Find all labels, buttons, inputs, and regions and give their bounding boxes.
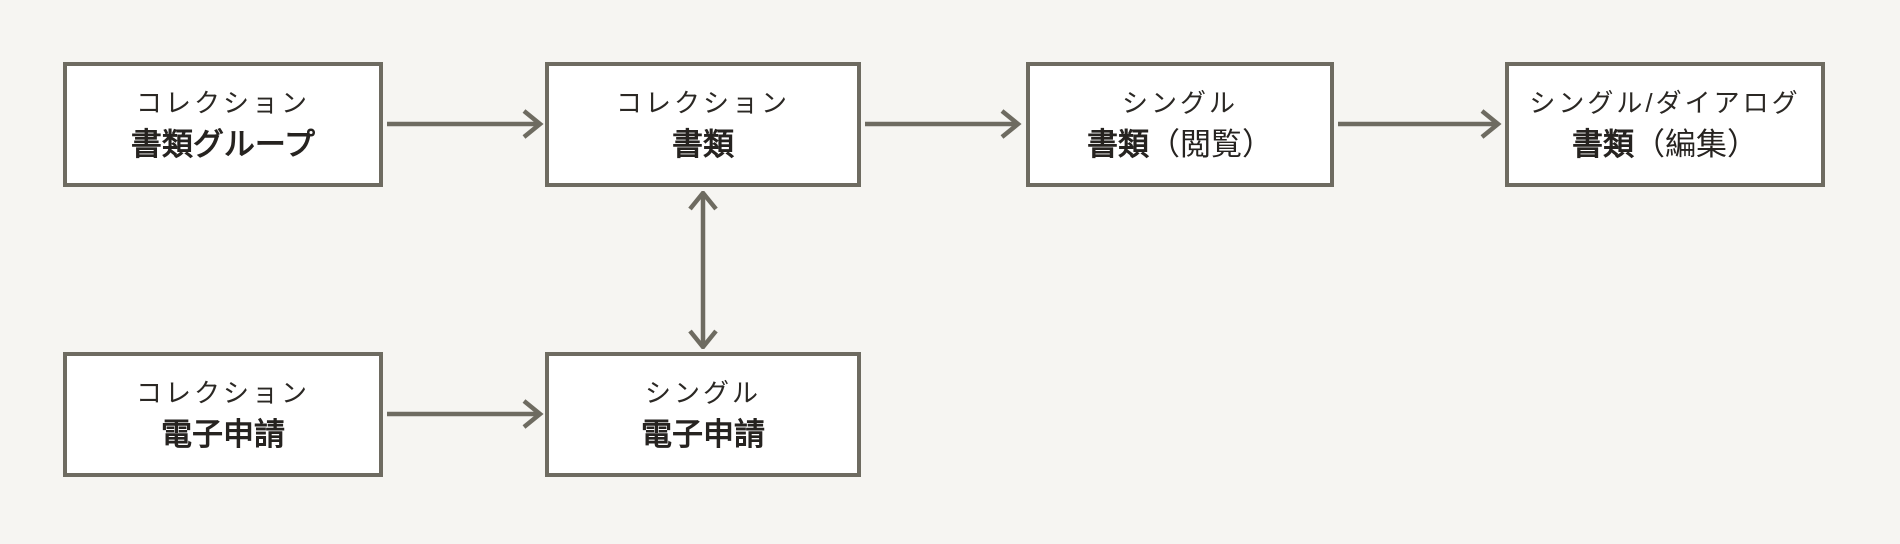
arrow-right-icon [386,106,544,142]
arrow-right-icon [386,396,544,432]
node-single-denshi-shinsei: シングル 電子申請 [545,352,861,477]
node-name: 電子申請 [161,416,285,452]
node-type-label: シングル [1121,87,1238,118]
node-single-dialog-shorui-henshu: シングル/ダイアログ 書類（編集） [1505,62,1825,187]
node-type-label: コレクション [615,87,790,118]
node-name: 書類（編集） [1572,126,1758,162]
node-name: 書類グループ [130,126,316,162]
node-name: 書類（閲覧） [1087,126,1273,162]
node-single-shorui-etsuran: シングル 書類（閲覧） [1026,62,1334,187]
arrow-right-icon [1337,106,1502,142]
node-name: 書類 [672,126,734,162]
arrow-right-icon [864,106,1022,142]
node-type-label: コレクション [135,87,310,118]
node-type-label: シングル [644,377,761,408]
node-collection-shorui: コレクション 書類 [545,62,861,187]
node-name: 電子申請 [641,416,765,452]
node-collection-denshi-shinsei: コレクション 電子申請 [63,352,383,477]
node-type-label: コレクション [135,377,310,408]
arrow-up-down-icon [681,191,725,349]
node-collection-shorui-group: コレクション 書類グループ [63,62,383,187]
node-type-label: シングル/ダイアログ [1529,87,1801,118]
